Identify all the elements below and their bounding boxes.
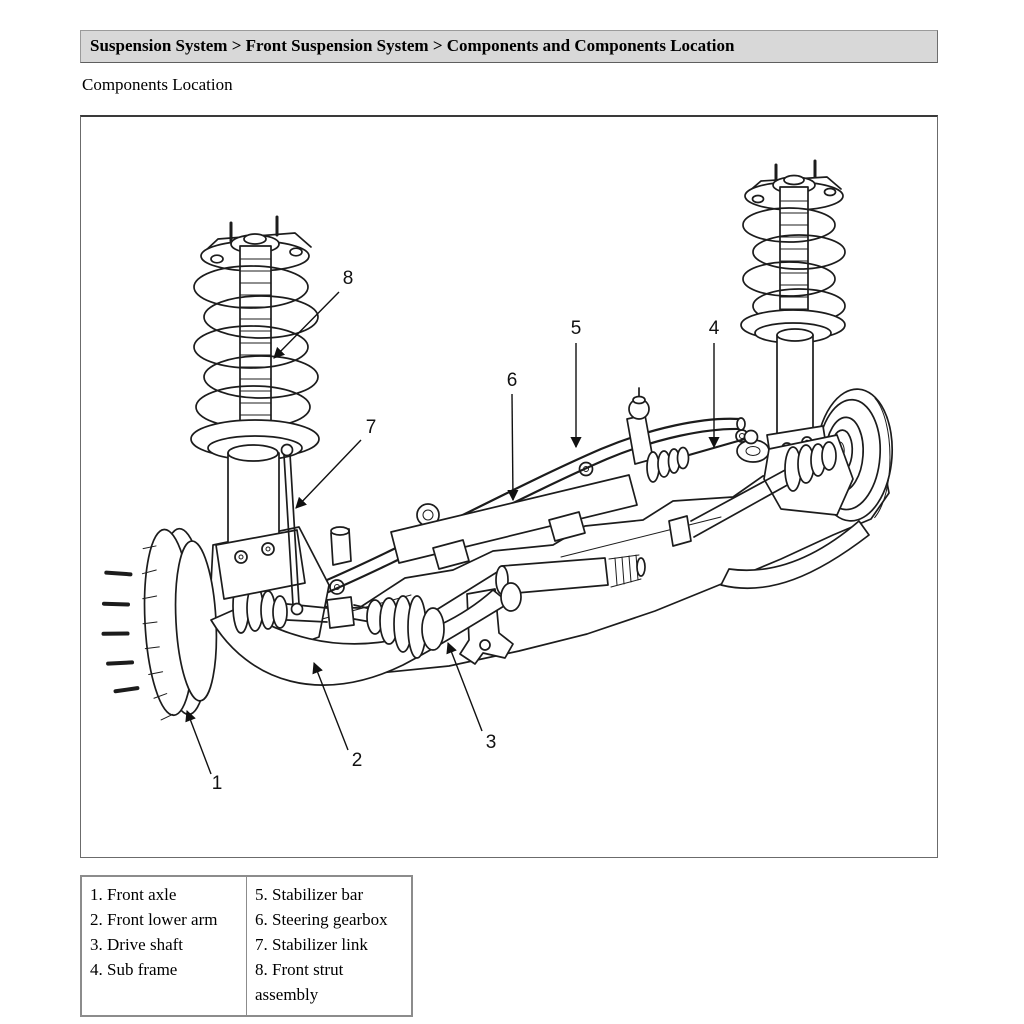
legend-column-left: 1. Front axle 2. Front lower arm 3. Driv… [80, 875, 247, 1017]
callout-3: 3 [446, 641, 497, 753]
legend-item: 1. Front axle [90, 885, 177, 904]
callout-5: 5 [570, 318, 582, 449]
figure-frame: 1 2 3 4 5 6 7 [80, 115, 938, 858]
components-legend-table: 1. Front axle 2. Front lower arm 3. Driv… [80, 875, 413, 1017]
callout-number: 8 [343, 268, 354, 289]
legend-item: 3. Drive shaft [90, 935, 184, 954]
callout-6: 6 [507, 370, 519, 502]
legend-column-right: 5. Stabilizer bar 6. Steering gearbox 7.… [246, 875, 413, 1017]
manual-page: Suspension System > Front Suspension Sys… [80, 30, 938, 1017]
legend-item: 5. Stabilizer bar [255, 885, 364, 904]
lower-arm-right [720, 520, 870, 590]
callout-number: 7 [366, 417, 377, 438]
stabilizer-bar [311, 417, 746, 598]
drive-shaft-right [668, 441, 837, 547]
brake-disc-left [101, 527, 218, 721]
lower-arm-left [210, 526, 522, 686]
front-strut-left [190, 215, 320, 600]
callout-number: 1 [212, 773, 223, 794]
legend-item: 6. Steering gearbox [255, 910, 388, 929]
callout-7: 7 [295, 417, 377, 509]
breadcrumb: Suspension System > Front Suspension Sys… [80, 30, 938, 63]
callout-4: 4 [708, 318, 720, 449]
legend-item: 7. Stabilizer link [255, 935, 368, 954]
legend-item: 2. Front lower arm [90, 910, 218, 929]
callout-number: 6 [507, 370, 518, 391]
legend-item: 4. Sub frame [90, 960, 178, 979]
page-title: Components Location [82, 75, 233, 94]
suspension-diagram: 1 2 3 4 5 6 7 [101, 159, 894, 794]
callout-number: 5 [571, 318, 582, 339]
callout-number: 2 [352, 750, 363, 771]
callout-2: 2 [312, 661, 363, 771]
stabilizer-link [280, 443, 304, 616]
callout-number: 3 [486, 732, 497, 753]
steering-gearbox [390, 387, 759, 570]
legend-item: 8. Front strut assembly [255, 960, 344, 1004]
callout-number: 4 [709, 318, 720, 339]
callout-1: 1 [185, 709, 223, 794]
callout-8: 8 [273, 268, 354, 359]
